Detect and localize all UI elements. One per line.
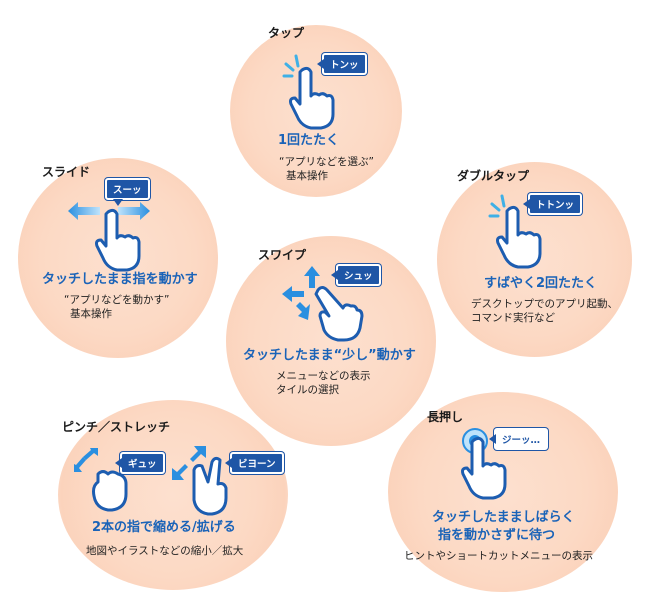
swipe-sound-tag: シュッ [331, 264, 381, 286]
tap-title: タップ [268, 26, 305, 40]
swipe-desc-1: メニューなどの表示 [276, 370, 371, 382]
pinch-title: ピンチ／ストレッチ [62, 420, 171, 434]
tap-motion-lines-icon [282, 54, 300, 78]
long-press-title: 長押し [427, 410, 464, 424]
pinch-sound-tag: ギュッ [115, 452, 165, 474]
slide-desc-2: 基本操作 [70, 308, 112, 320]
slide-action: タッチしたまま指を動かす [42, 272, 198, 287]
double-tap-motion-lines-icon [488, 194, 506, 218]
swipe-hand-icon [314, 286, 364, 342]
double-tap-title: ダブルタップ [457, 169, 530, 183]
long-press-hand-icon [461, 436, 507, 500]
tap-sound-tag: トンッ [317, 53, 367, 75]
long-press-action-1: タッチしたまましばらく [432, 510, 575, 525]
double-tap-desc-1: デスクトップでのアプリ起動、 [471, 298, 618, 310]
tap-desc-2: 基本操作 [286, 170, 328, 182]
slide-sound-tag: スーッ [105, 178, 150, 206]
pointing-hand-icon [289, 66, 335, 130]
stretch-arrows-icon [172, 446, 206, 480]
pinch-arrows-icon [74, 448, 98, 472]
double-tap-desc-2: コマンド実行など [471, 312, 555, 324]
pinch-hand-icon [92, 470, 128, 512]
stretch-hand-icon [192, 456, 228, 516]
swipe-desc-2: タイルの選択 [276, 384, 339, 396]
swipe-title: スワイプ [258, 248, 307, 262]
swipe-arrows-icon [282, 266, 320, 320]
double-tap-sound-tag: トトンッ [522, 193, 583, 215]
swipe-action: タッチしたまま“少し”動かす [243, 348, 416, 363]
tap-action: 1回たたく [278, 133, 340, 148]
horizontal-arrows-icon [68, 202, 150, 220]
double-tap-hand-icon [496, 205, 542, 269]
pinch-action: 2本の指で縮める/拡げる [92, 520, 236, 535]
slide-hand-icon [95, 208, 141, 272]
double-tap-action: すばやく2回たたく [484, 276, 598, 291]
slide-title: スライド [42, 165, 91, 179]
long-press-desc-1: ヒントやショートカットメニューの表示 [404, 550, 593, 562]
long-press-sound-tag: ジーッ… [488, 428, 549, 450]
slide-desc-1: “アプリなどを動かす” [64, 294, 170, 306]
tap-desc-1: “アプリなどを選ぶ” [279, 156, 374, 168]
pinch-desc-1: 地図やイラストなどの縮小／拡大 [86, 545, 244, 557]
long-press-action-2: 指を動かさずに待つ [438, 528, 556, 543]
swipe-bubble [226, 236, 436, 446]
stretch-sound-tag: ビヨーン [225, 452, 284, 474]
